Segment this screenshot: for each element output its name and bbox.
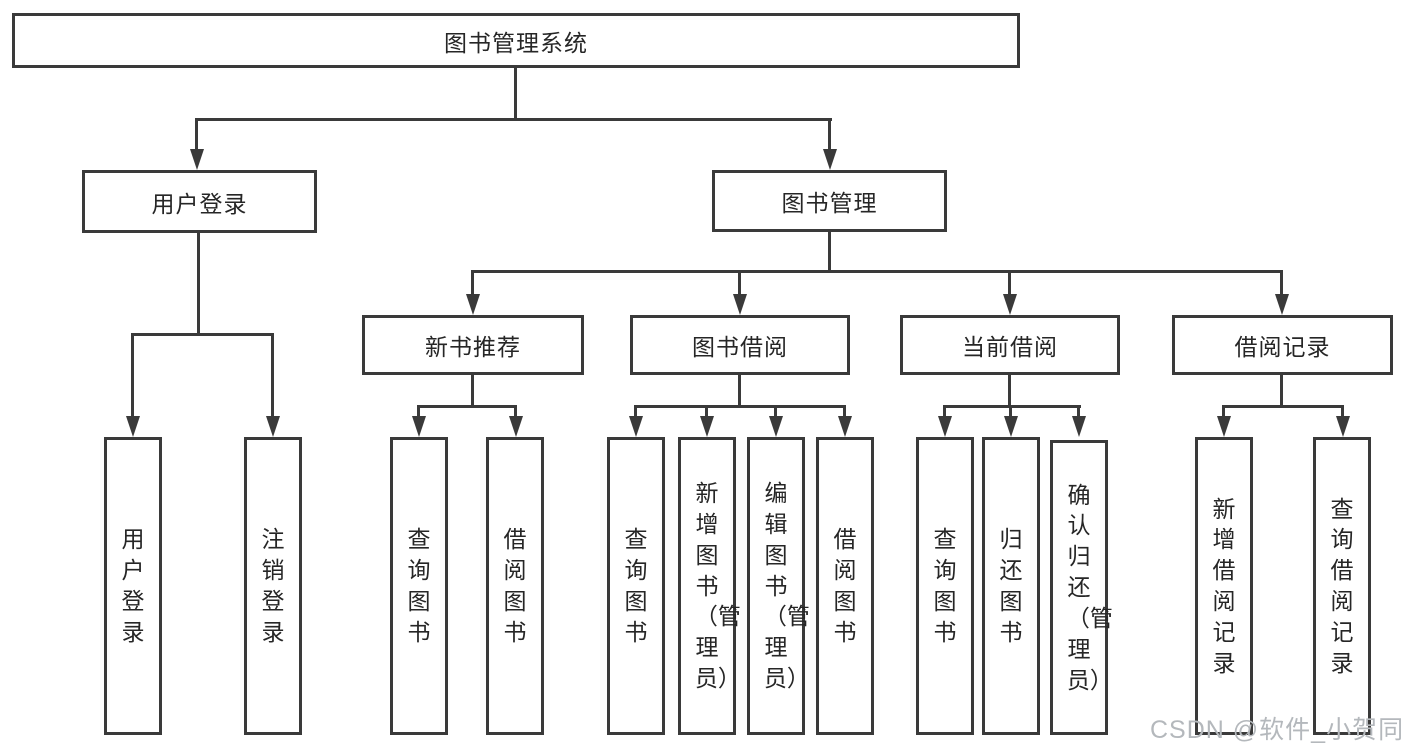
connector-line (1280, 375, 1283, 408)
arrow-down-icon (823, 149, 837, 170)
node-root-label: 图书管理系统 (444, 29, 588, 56)
node-user-login-label: 用户登录 (151, 190, 248, 217)
connector-line (131, 333, 274, 336)
arrow-down-icon (412, 416, 426, 437)
leaf-query-borrow-record-label: 查询借阅记录 (1330, 495, 1354, 676)
leaf-add-book-admin-label: 新增图书（管理员） (694, 480, 741, 692)
leaf-query-book-borrowing-label: 查询图书 (624, 526, 648, 645)
connector-line (195, 118, 198, 152)
leaf-borrow-book-recommend: 借阅图书 (486, 437, 544, 735)
leaf-add-book-admin: 新增图书（管理员） (678, 437, 741, 735)
connector-line (738, 375, 741, 408)
connector-line (1077, 405, 1080, 418)
node-borrowing-records-label: 借阅记录 (1234, 334, 1331, 360)
connector-line (843, 405, 846, 418)
leaf-borrow-book-recommend-label: 借阅图书 (503, 526, 527, 645)
leaf-add-borrow-record: 新增借阅记录 (1195, 437, 1253, 735)
connector-line (1341, 405, 1344, 418)
arrow-down-icon (1217, 416, 1231, 437)
arrow-down-icon (938, 416, 952, 437)
connector-line (514, 68, 517, 121)
connector-line (634, 405, 846, 408)
arrow-down-icon (769, 416, 783, 437)
arrow-down-icon (1336, 416, 1350, 437)
leaf-user-login-label: 用户登录 (121, 526, 145, 645)
arrow-down-icon (266, 416, 280, 437)
leaf-borrow-book-label: 借阅图书 (833, 526, 857, 645)
connector-line (828, 232, 831, 273)
connector-line (774, 405, 777, 418)
connector-line (197, 233, 200, 336)
connector-line (943, 405, 946, 418)
node-book-management-label: 图书管理 (781, 190, 878, 216)
node-book-borrowing: 图书借阅 (630, 315, 850, 375)
arrow-down-icon (838, 416, 852, 437)
connector-line (1009, 405, 1012, 418)
leaf-query-book-current-label: 查询图书 (933, 526, 957, 645)
arrow-down-icon (190, 149, 204, 170)
node-current-borrowing: 当前借阅 (900, 315, 1120, 375)
node-current-borrowing-label: 当前借阅 (962, 334, 1058, 360)
connector-line (1222, 405, 1225, 418)
connector-line (1222, 405, 1344, 408)
leaf-edit-book-admin-label: 编辑图书（管理员） (763, 480, 810, 692)
connector-line (471, 270, 474, 296)
leaf-confirm-return-admin-label: 确认归还（管理员） (1066, 481, 1113, 693)
connector-line (828, 118, 831, 152)
node-new-book-recommend-label: 新书推荐 (425, 334, 521, 360)
connector-line (1008, 375, 1011, 408)
leaf-logout: 注销登录 (244, 437, 302, 735)
arrow-down-icon (1003, 294, 1017, 315)
leaf-query-book-recommend-label: 查询图书 (407, 526, 431, 645)
connector-line (195, 118, 832, 121)
arrow-down-icon (700, 416, 714, 437)
leaf-query-book-borrowing: 查询图书 (607, 437, 665, 735)
connector-line (271, 333, 274, 417)
node-book-borrowing-label: 图书借阅 (692, 334, 788, 360)
arrow-down-icon (1004, 416, 1018, 437)
arrow-down-icon (1072, 416, 1086, 437)
arrow-down-icon (126, 416, 140, 437)
arrow-down-icon (629, 416, 643, 437)
leaf-add-borrow-record-label: 新增借阅记录 (1212, 495, 1236, 676)
connector-line (514, 405, 517, 418)
connector-line (417, 405, 420, 418)
connector-line (738, 270, 741, 296)
connector-line (471, 375, 474, 408)
connector-line (634, 405, 637, 418)
node-root: 图书管理系统 (12, 13, 1020, 68)
leaf-return-book: 归还图书 (982, 437, 1040, 735)
arrow-down-icon (466, 294, 480, 315)
leaf-query-book-recommend: 查询图书 (390, 437, 448, 735)
arrow-down-icon (733, 294, 747, 315)
connector-line (131, 333, 134, 417)
connector-line (1280, 270, 1283, 296)
leaf-borrow-book: 借阅图书 (816, 437, 874, 735)
leaf-confirm-return-admin: 确认归还（管理员） (1050, 440, 1113, 735)
leaf-logout-label: 注销登录 (261, 526, 285, 645)
leaf-query-borrow-record: 查询借阅记录 (1313, 437, 1371, 735)
csdn-watermark: CSDN @软件_小贺同学 (1150, 716, 1405, 744)
connector-line (1008, 270, 1011, 296)
arrow-down-icon (509, 416, 523, 437)
leaf-return-book-label: 归还图书 (999, 526, 1023, 645)
leaf-user-login: 用户登录 (104, 437, 162, 735)
leaf-query-book-current: 查询图书 (916, 437, 974, 735)
connector-line (471, 270, 1283, 273)
arrow-down-icon (1275, 294, 1289, 315)
leaf-edit-book-admin: 编辑图书（管理员） (747, 437, 810, 735)
connector-line (417, 405, 517, 408)
connector-line (943, 405, 1081, 408)
connector-line (705, 405, 708, 418)
node-book-management: 图书管理 (712, 170, 947, 232)
node-new-book-recommend: 新书推荐 (362, 315, 584, 375)
node-user-login: 用户登录 (82, 170, 317, 233)
node-borrowing-records: 借阅记录 (1172, 315, 1393, 375)
